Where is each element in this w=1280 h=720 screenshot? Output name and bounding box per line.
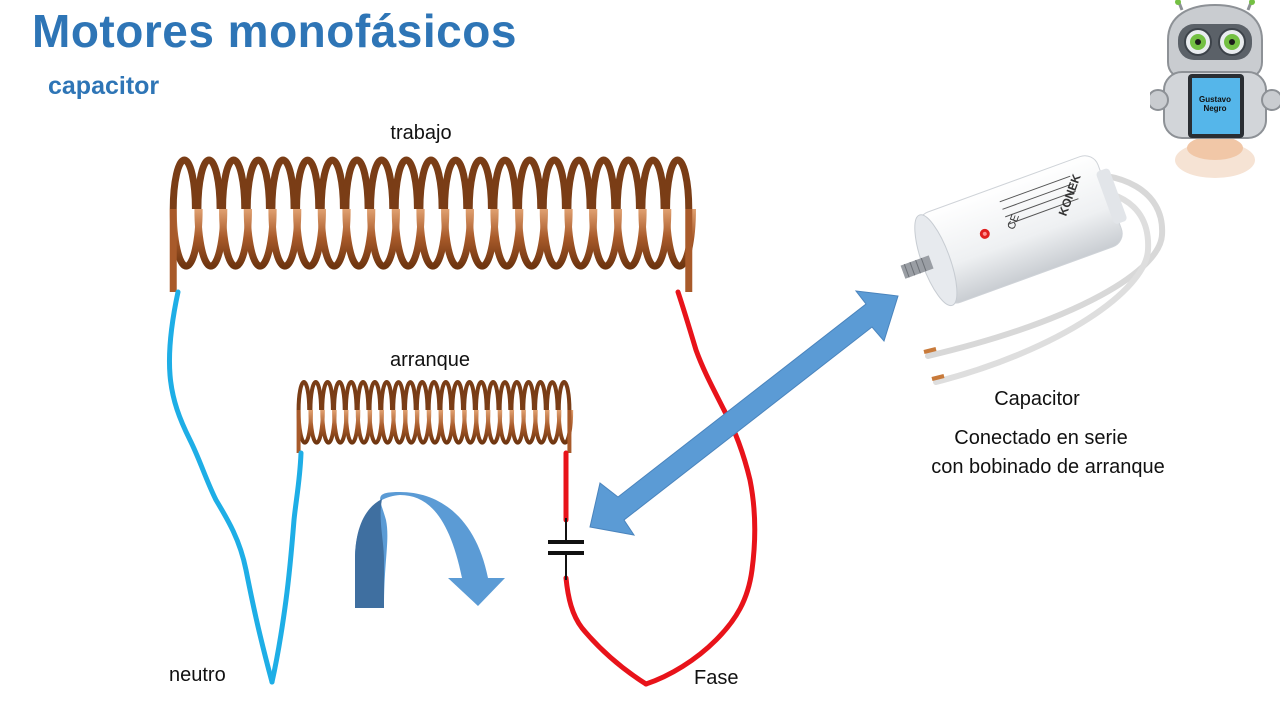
coil-turn-back <box>296 379 312 411</box>
phase-label: Fase <box>694 667 739 689</box>
coil-turn-back <box>293 156 323 210</box>
coil-turn-back <box>194 156 224 210</box>
coil-turn-back <box>533 379 548 411</box>
coil-turn-back <box>462 380 477 411</box>
coil-turn-back <box>589 156 619 210</box>
mascot-name-line2: Negro <box>1203 104 1227 113</box>
description-line-1: Conectado en serie <box>954 427 1128 449</box>
coil-turn-back <box>355 380 371 411</box>
coil-turn-back <box>521 380 536 411</box>
start-coil <box>296 379 574 453</box>
capacitor-symbol <box>548 518 584 580</box>
coil-turn-back <box>268 156 298 210</box>
coil-turn-back <box>243 156 273 210</box>
coil-turn-back <box>403 379 418 411</box>
page-subtitle: capacitor <box>48 72 160 100</box>
coil-turn-back <box>416 156 446 210</box>
work-coil <box>169 156 696 292</box>
coil-turn-back <box>426 379 442 411</box>
coil-turn-back <box>544 379 560 411</box>
coil-turn-back <box>441 156 471 210</box>
coil-turn-back <box>308 379 324 411</box>
coil-turn-back <box>414 379 430 411</box>
neutral-wire-work <box>166 289 275 685</box>
coil-turn-back <box>367 156 397 210</box>
coil-turn-back <box>465 156 495 210</box>
coil-turn-back <box>343 380 359 411</box>
coil-turn-back <box>320 379 335 411</box>
coil-turn-back <box>539 156 569 210</box>
coil-turn-back <box>485 380 501 411</box>
coil-turn-back <box>497 380 513 411</box>
phase-wire-work <box>643 289 758 687</box>
page-title: Motores monofásicos <box>32 5 517 57</box>
coil-turn-back <box>342 156 372 210</box>
description-line-2: con bobinado de arranque <box>931 456 1165 478</box>
coil-turn-back <box>438 379 454 411</box>
capacitor-label: Capacitor <box>994 388 1080 410</box>
coil-turn-back <box>564 156 594 210</box>
coil-turn-back <box>450 379 465 411</box>
start-coil-label: arranque <box>389 349 471 371</box>
work-coil-label: trabajo <box>390 122 452 144</box>
coil-turn-back <box>219 156 249 210</box>
coil-turn-back <box>473 380 489 411</box>
coil-turn-back <box>367 380 383 411</box>
rotation-arrow <box>355 492 505 608</box>
coil-turn-back <box>391 380 406 411</box>
coil-turn-back <box>317 156 347 210</box>
capacitor-photo <box>900 155 1166 385</box>
coil-turn-back <box>169 156 199 210</box>
mascot-logo <box>1150 0 1280 178</box>
phase-wire-capacitor <box>563 575 649 687</box>
coil-turn-back <box>556 379 572 411</box>
mascot-name-line1: Gustavo <box>1198 95 1231 105</box>
coil-turn-back <box>391 156 421 210</box>
coil-turn-back <box>613 156 643 210</box>
coil-turn-back <box>509 380 525 411</box>
double-headed-arrow <box>589 290 899 536</box>
neutral-label: neutro <box>169 664 226 686</box>
coil-turn-back <box>332 380 347 411</box>
neutral-wire-start <box>269 450 304 685</box>
mascot-screen: Gustavo Negro <box>1192 78 1238 132</box>
coil-turn-back <box>515 156 545 210</box>
coil-turn-back <box>638 156 668 210</box>
coil-turn-back <box>490 156 520 210</box>
coil-turn-back <box>379 380 395 411</box>
coil-turn-back <box>663 156 693 210</box>
